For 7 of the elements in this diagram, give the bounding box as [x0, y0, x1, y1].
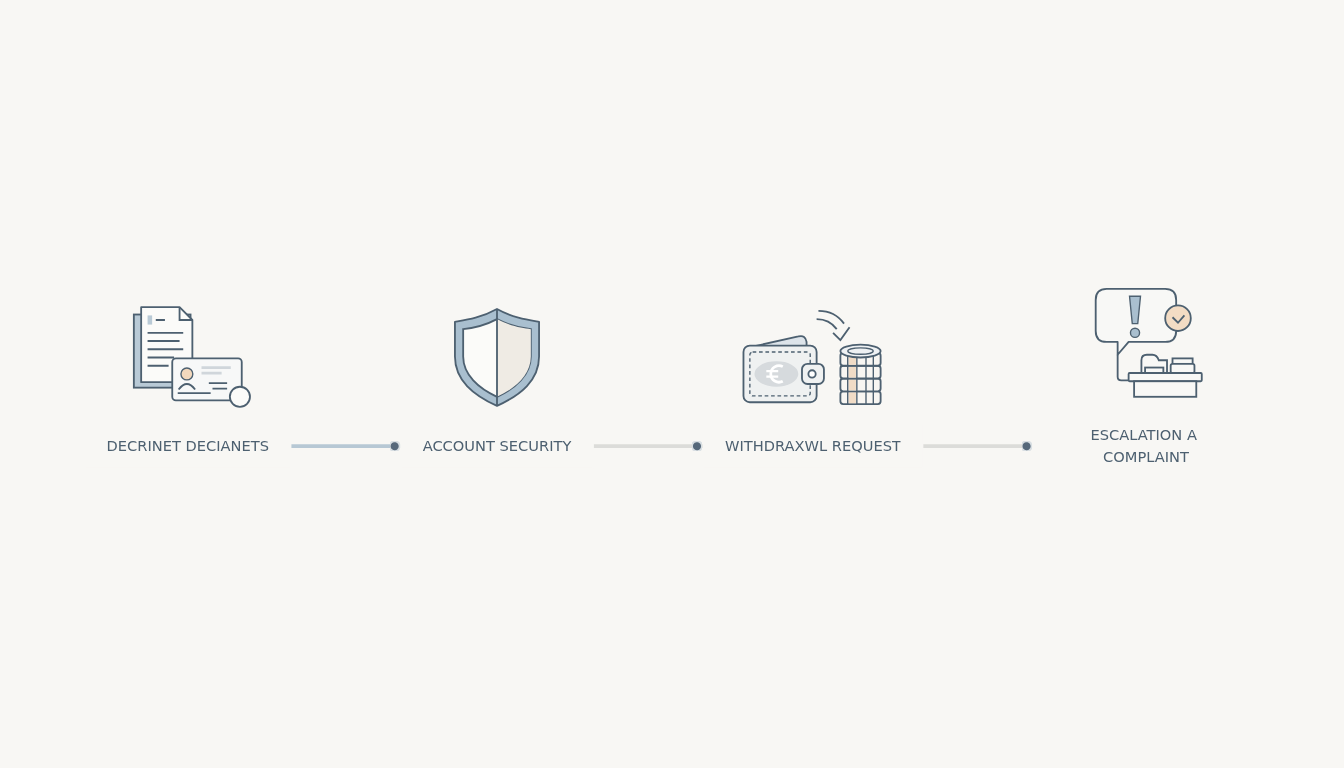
- connector: [290, 440, 401, 453]
- node-text: ACCOUNT SECURITY: [422, 437, 572, 455]
- node-text: WITHDRAXWL REQUEST: [724, 437, 901, 455]
- node-text: ESCALATION A COMPLAINT: [1090, 426, 1197, 466]
- connector: [593, 440, 704, 453]
- node-text: DECRINET DECIANETS: [106, 437, 270, 455]
- connector: [922, 440, 1033, 453]
